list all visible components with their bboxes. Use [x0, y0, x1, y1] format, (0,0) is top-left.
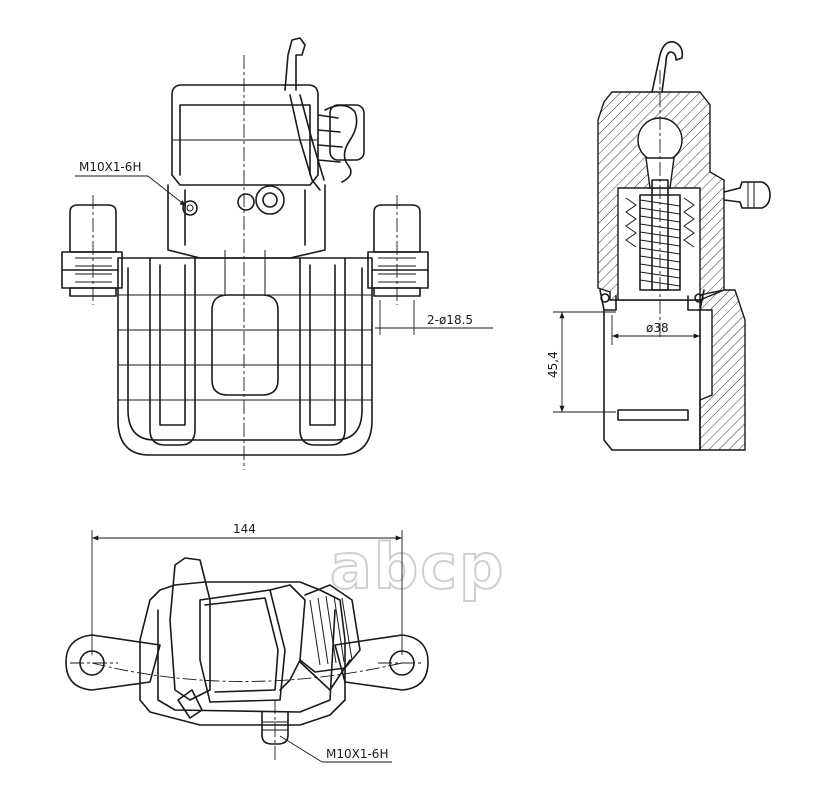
piston-diameter-dimension: ø38 [646, 321, 669, 335]
left-guide-pin [61, 195, 123, 305]
top-view: 144 M10X1-6H [65, 522, 429, 763]
mount-hole-dimension: 2-ø18.5 [427, 313, 473, 327]
front-view: M10X1-6H 2-ø18.5 [61, 37, 493, 470]
watermark-logo: abcp [330, 530, 505, 603]
thread-label-top: M10X1-6H [79, 160, 141, 174]
piston-spring [625, 179, 695, 291]
right-guide-pin [367, 195, 429, 305]
width-dimension: 144 [233, 522, 256, 536]
thread-label-bottom: M10X1-6H [326, 747, 388, 761]
height-dimension: 45,4 [546, 351, 560, 378]
section-view: ø38 45,4 [546, 40, 771, 451]
